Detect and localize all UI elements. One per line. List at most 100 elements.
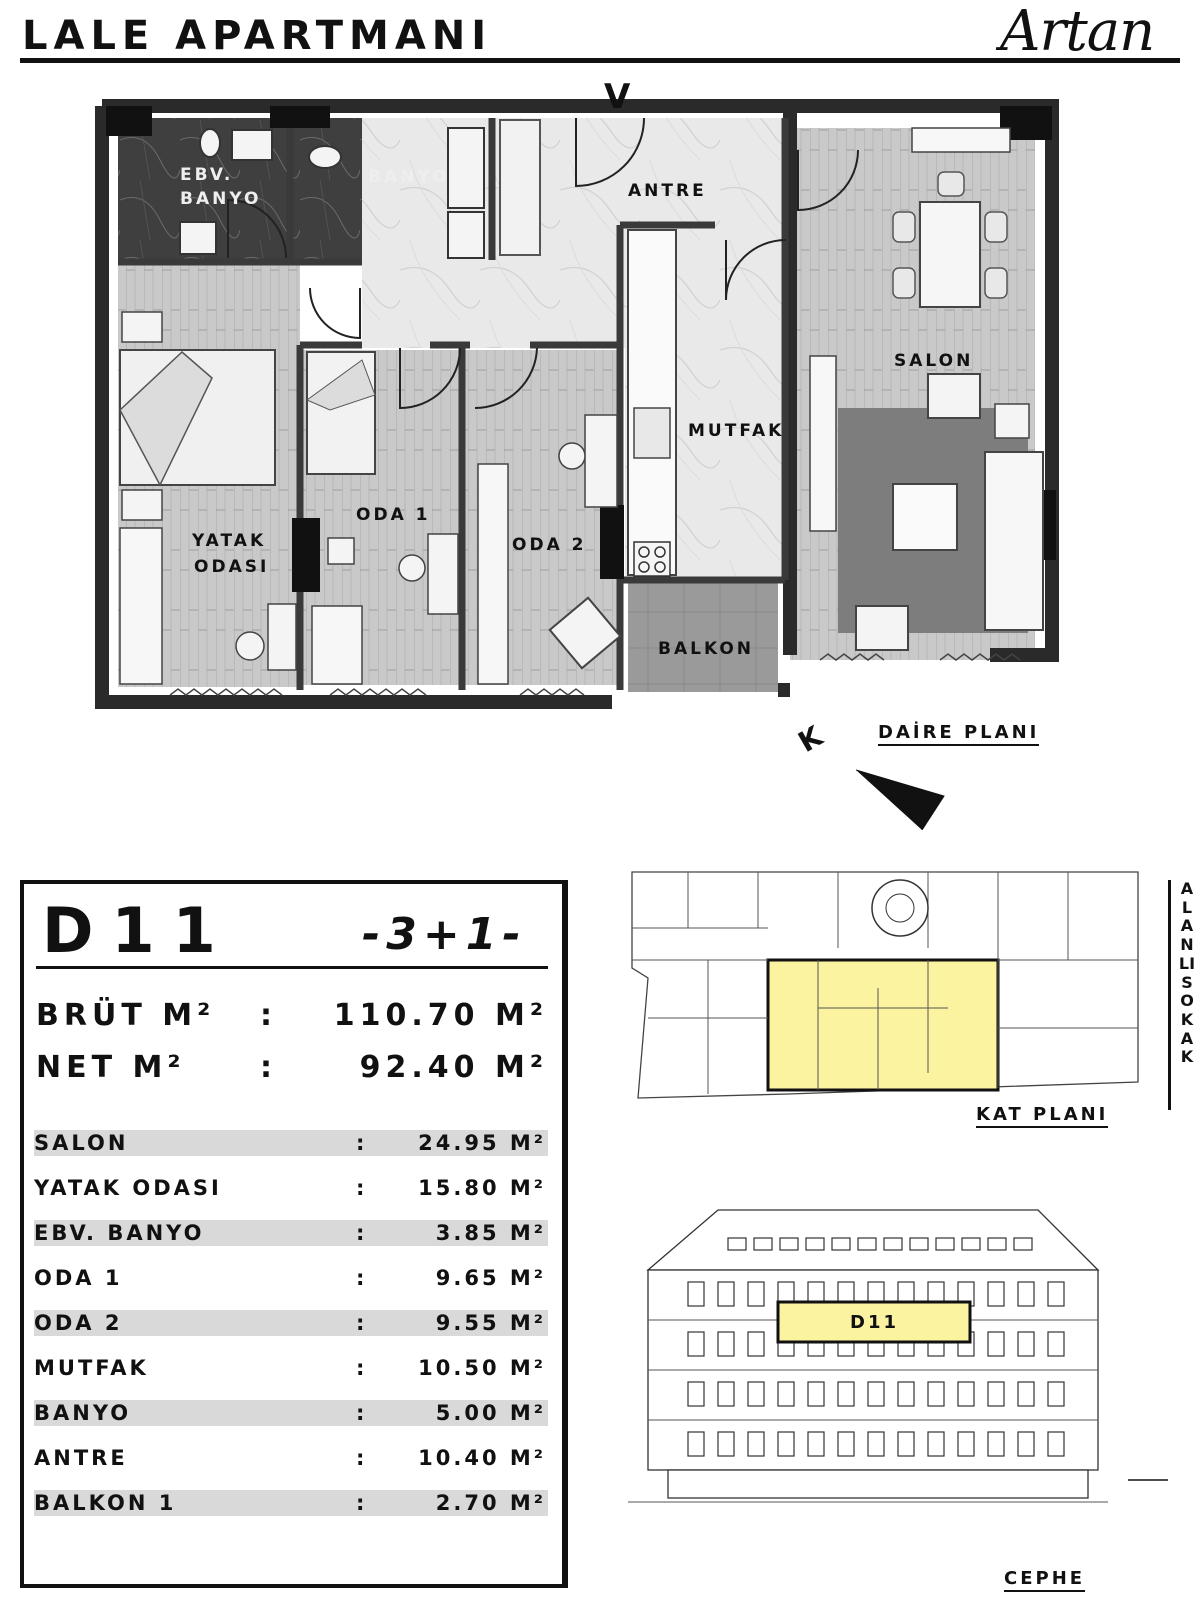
room-label-balkon: BALKON xyxy=(658,639,754,659)
facade-window xyxy=(897,1381,915,1407)
wardrobe xyxy=(119,527,163,685)
floor-plan: EBV. BANYO BANYO ANTRE SALON MUTFAK ODA … xyxy=(95,77,1059,830)
plant-oda1 xyxy=(327,537,355,565)
roof-window xyxy=(857,1237,877,1251)
room-separator: : xyxy=(356,1446,368,1470)
net-area-row: NET M² : 92.40 M² xyxy=(36,1050,548,1090)
floor-plan-caption: DAİRE PLANI xyxy=(878,722,1040,746)
floor-balkon xyxy=(628,582,778,692)
compass-arrow-icon xyxy=(856,770,944,830)
room-area: 9.55 M² xyxy=(435,1311,546,1335)
room-row: YATAK ODASI:15.80 M² xyxy=(34,1175,548,1201)
room-area: 10.40 M² xyxy=(418,1446,546,1470)
room-name: MUTFAK xyxy=(34,1356,149,1380)
facade-window xyxy=(687,1431,705,1457)
room-separator: : xyxy=(356,1311,368,1335)
room-row: ODA 1:9.65 M² xyxy=(34,1265,548,1291)
facade-window xyxy=(1017,1331,1035,1357)
room-separator: : xyxy=(356,1356,368,1380)
roof-window xyxy=(961,1237,981,1251)
door-swings xyxy=(227,117,859,410)
facade-window xyxy=(867,1381,885,1407)
room-area: 3.85 M² xyxy=(435,1221,546,1245)
bed-double xyxy=(119,349,276,487)
room-separator: : xyxy=(356,1491,368,1515)
facade-window xyxy=(867,1431,885,1457)
gross-area-value: 110.70 M² xyxy=(333,998,548,1033)
facade-window xyxy=(717,1331,735,1357)
armchair-oda2 xyxy=(548,596,622,670)
room-label-oda2: ODA 2 xyxy=(512,535,586,555)
facade-window xyxy=(1047,1281,1065,1307)
kat-plani-highlight xyxy=(766,958,1000,1092)
room-name: BALKON 1 xyxy=(34,1491,177,1515)
unit-code: D11 xyxy=(42,894,234,967)
dining-set xyxy=(892,171,1008,308)
facade-window xyxy=(1017,1431,1035,1457)
facade-window xyxy=(987,1381,1005,1407)
room-name: YATAK ODASI xyxy=(34,1176,222,1200)
facade-window xyxy=(957,1381,975,1407)
nightstand xyxy=(121,311,163,343)
armchair-salon xyxy=(927,373,981,419)
facade-window xyxy=(1047,1331,1065,1357)
room-label-oda1: ODA 1 xyxy=(356,505,430,525)
facade-window xyxy=(987,1431,1005,1457)
facade-window xyxy=(1047,1381,1065,1407)
roof-window xyxy=(935,1237,955,1251)
side-table xyxy=(994,403,1030,439)
cephe-caption: CEPHE xyxy=(1004,1568,1086,1592)
nightstand xyxy=(121,489,163,521)
gross-area-row: BRÜT M² : 110.70 M² xyxy=(36,998,548,1038)
facade-window xyxy=(987,1331,1005,1357)
chair-oda1 xyxy=(398,554,426,582)
facade-window xyxy=(777,1381,795,1407)
facade-window xyxy=(927,1381,945,1407)
room-name: ODA 2 xyxy=(34,1311,123,1335)
roof-window xyxy=(779,1237,799,1251)
roof-window xyxy=(987,1237,1007,1251)
facade-window xyxy=(837,1381,855,1407)
room-area: 24.95 M² xyxy=(418,1131,546,1155)
room-label-yatak-1: YATAK xyxy=(191,531,266,551)
room-row: EBV. BANYO:3.85 M² xyxy=(34,1220,548,1246)
facade-window xyxy=(957,1431,975,1457)
room-label-ebv-banyo-1: EBV. xyxy=(180,165,233,185)
roof-window xyxy=(831,1237,851,1251)
gross-area-label: BRÜT M² xyxy=(36,998,216,1033)
exterior-wall xyxy=(95,99,1059,709)
facade-window xyxy=(687,1281,705,1307)
street-line xyxy=(1168,880,1171,1110)
net-area-value: 92.40 M² xyxy=(359,1050,548,1085)
cephe-unit-label: D11 xyxy=(850,1312,899,1333)
room-name: ODA 1 xyxy=(34,1266,123,1290)
room-area: 2.70 M² xyxy=(435,1491,546,1515)
facade-window xyxy=(1017,1281,1035,1307)
page-title: LALE APARTMANI xyxy=(22,13,493,59)
roof-window xyxy=(727,1237,747,1251)
room-label-banyo: BANYO xyxy=(368,167,450,187)
room-row: MUTFAK: 10.50 M² xyxy=(34,1355,548,1381)
curtain-lines xyxy=(169,653,1021,696)
facade-window xyxy=(747,1431,765,1457)
desk-yatak xyxy=(267,603,297,671)
north-mark: K xyxy=(793,718,831,759)
room-separator: : xyxy=(356,1176,368,1200)
room-area: 10.50 M² xyxy=(418,1356,546,1380)
wardrobe-oda1 xyxy=(311,605,363,685)
facade-window xyxy=(687,1331,705,1357)
room-separator: : xyxy=(356,1131,368,1155)
facade-window xyxy=(807,1381,825,1407)
facade-window xyxy=(897,1431,915,1457)
kitchen-cooktop xyxy=(633,541,671,577)
kitchen-sink xyxy=(633,407,671,459)
wardrobe-oda2 xyxy=(477,463,509,685)
shower-cabin xyxy=(499,119,541,256)
room-row: SALON:24.95 M² xyxy=(34,1130,548,1156)
unit-info-panel xyxy=(20,880,568,1588)
sofa xyxy=(984,451,1044,631)
facade-window xyxy=(987,1281,1005,1307)
room-area: 5.00 M² xyxy=(435,1401,546,1425)
title-rule xyxy=(20,58,1180,63)
desk-oda2 xyxy=(584,414,618,508)
